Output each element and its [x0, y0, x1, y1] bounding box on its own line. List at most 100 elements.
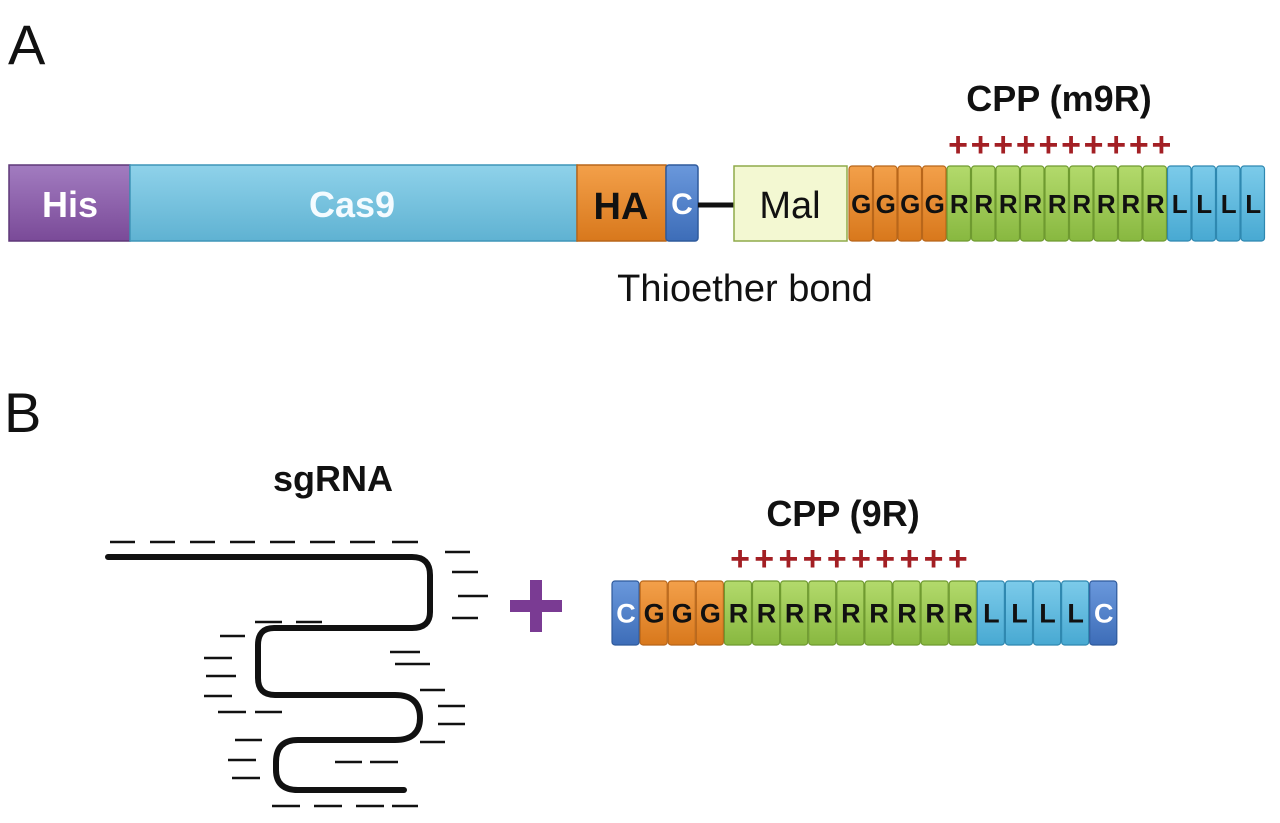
- a-charge-5: +: [1061, 126, 1081, 164]
- a-glycine-3-box: [921, 165, 947, 242]
- a-arginine-2-letter: R: [999, 189, 1018, 219]
- b-arginine-3-letter: R: [813, 599, 833, 629]
- a-arginine-2-box: [995, 165, 1021, 242]
- panel-b-label: B: [4, 381, 41, 444]
- b-leucine-2-letter: L: [1039, 599, 1056, 629]
- b-charge-0: +: [730, 540, 750, 578]
- b-cysteine-end-box: [1089, 580, 1118, 646]
- b-leucine-0-box: [976, 580, 1005, 646]
- b-leucine-1-letter: L: [1011, 599, 1028, 629]
- a-leucine-3: L: [1240, 165, 1266, 242]
- b-charge-3: +: [803, 540, 823, 578]
- his-tag-label: His: [42, 184, 98, 225]
- thioether-bond-label: Thioether bond: [617, 268, 873, 310]
- b-glycine-0-letter: G: [644, 599, 665, 629]
- a-leucine-2: L: [1215, 165, 1241, 242]
- a-charge-2: +: [993, 126, 1013, 164]
- b-arginine-7: R: [920, 580, 949, 646]
- b-arginine-1: R: [751, 580, 781, 646]
- a-arginine-2: R: [995, 165, 1021, 242]
- b-arginine-7-letter: R: [925, 599, 945, 629]
- b-cysteine-end-letter: C: [1094, 599, 1114, 629]
- b-cysteine-start-box: [611, 580, 640, 646]
- b-glycine-2-box: [695, 580, 724, 646]
- a-leucine-0: L: [1166, 165, 1192, 242]
- a-glycine-1-box: [872, 165, 898, 242]
- a-arginine-3-box: [1019, 165, 1045, 242]
- a-leucine-0-letter: L: [1172, 189, 1188, 219]
- b-arginine-2-letter: R: [785, 599, 805, 629]
- a-arginine-4-box: [1044, 165, 1070, 242]
- a-arginine-4-letter: R: [1048, 189, 1067, 219]
- ha-tag-block: [576, 164, 667, 242]
- cpp-m9r-title: CPP (m9R): [966, 78, 1151, 119]
- a-arginine-1: R: [970, 165, 996, 242]
- b-charge-9: +: [948, 540, 968, 578]
- a-arginine-5: R: [1068, 165, 1094, 242]
- b-charge-4: +: [827, 540, 847, 578]
- b-leucine-1: L: [1004, 580, 1034, 646]
- maleimide-block: [733, 165, 848, 242]
- a-leucine-1-box: [1191, 165, 1217, 242]
- b-arginine-3: R: [808, 580, 837, 646]
- b-arginine-0: R: [723, 580, 753, 646]
- b-glycine-1-letter: G: [672, 599, 693, 629]
- a-glycine-1: G: [872, 165, 898, 242]
- a-glycine-0-box: [848, 165, 874, 242]
- a-leucine-1-letter: L: [1196, 189, 1212, 219]
- cpp-9r-title: CPP (9R): [766, 493, 919, 534]
- b-arginine-6-letter: R: [897, 599, 917, 629]
- b-arginine-2-box: [779, 580, 809, 646]
- a-glycine-2-letter: G: [900, 189, 920, 219]
- a-leucine-1: L: [1191, 165, 1217, 242]
- his-tag-block: [8, 164, 131, 242]
- a-charge-8: +: [1129, 126, 1149, 164]
- b-arginine-8: R: [948, 580, 977, 646]
- b-arginine-6-box: [892, 580, 921, 646]
- b-leucine-3: L: [1060, 580, 1090, 646]
- a-charge-6: +: [1084, 126, 1104, 164]
- b-glycine-2-letter: G: [700, 599, 721, 629]
- b-arginine-8-box: [948, 580, 977, 646]
- b-arginine-4: R: [836, 580, 865, 646]
- sgrna-strand: [105, 554, 433, 793]
- b-leucine-3-box: [1060, 580, 1090, 646]
- a-arginine-3: R: [1019, 165, 1045, 242]
- a-glycine-0: G: [848, 165, 874, 242]
- a-glycine-3: G: [921, 165, 947, 242]
- b-arginine-0-box: [723, 580, 753, 646]
- a-leucine-3-letter: L: [1245, 189, 1261, 219]
- b-leucine-0-letter: L: [983, 599, 1000, 629]
- b-leucine-2: L: [1032, 580, 1062, 646]
- a-arginine-8-letter: R: [1146, 189, 1165, 219]
- a-charge-4: +: [1038, 126, 1058, 164]
- a-leucine-2-box: [1215, 165, 1241, 242]
- b-glycine-0: G: [639, 580, 668, 646]
- a-arginine-7-box: [1117, 165, 1143, 242]
- b-arginine-1-box: [751, 580, 781, 646]
- a-arginine-1-letter: R: [974, 189, 993, 219]
- b-arginine-4-box: [836, 580, 865, 646]
- panel-a: CPP (m9R) ++++++++++ His Cas9 HA C Mal G…: [8, 78, 1266, 310]
- b-charge-8: +: [924, 540, 944, 578]
- a-leucine-2-letter: L: [1221, 189, 1237, 219]
- b-arginine-5-letter: R: [869, 599, 889, 629]
- b-arginine-0-letter: R: [729, 599, 749, 629]
- b-arginine-1-letter: R: [757, 599, 777, 629]
- a-arginine-7-letter: R: [1121, 189, 1140, 219]
- plus-icon: [510, 580, 562, 632]
- b-cysteine-end: C: [1089, 580, 1118, 646]
- a-glycine-0-letter: G: [851, 189, 871, 219]
- b-charge-2: +: [778, 540, 798, 578]
- a-leucine-0-box: [1166, 165, 1192, 242]
- panel-a-label: A: [8, 13, 46, 76]
- b-charge-7: +: [899, 540, 919, 578]
- a-arginine-0: R: [946, 165, 972, 242]
- a-charge-3: +: [1016, 126, 1036, 164]
- cas9-block: [129, 164, 578, 242]
